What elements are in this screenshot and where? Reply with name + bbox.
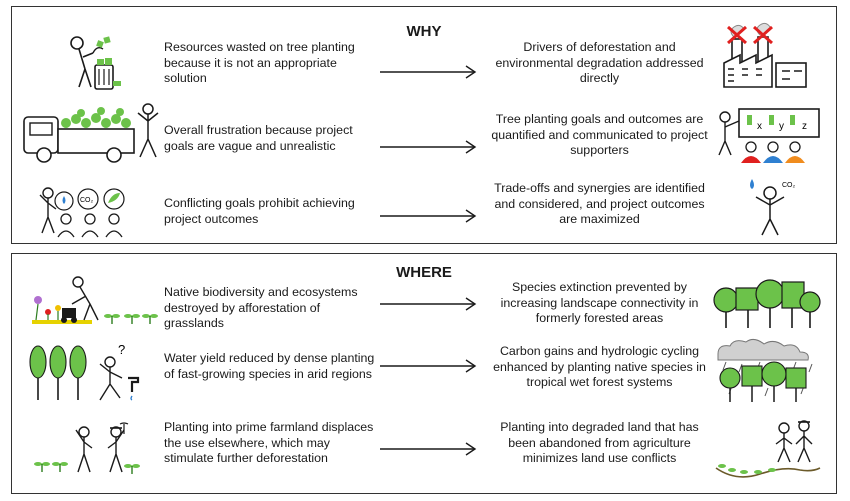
why-panel: WHY Resources wasted on tree planting be… <box>11 6 837 244</box>
why-solution-3: Trade-offs and synergies are identified … <box>494 181 705 227</box>
person-trash-money-icon <box>57 35 127 100</box>
conflicting-people-icon: CO₂ <box>38 175 148 246</box>
arrow-icon <box>380 65 477 79</box>
why-heading: WHY <box>406 23 442 40</box>
arrow-icon <box>380 297 477 311</box>
where-solution-1: Species extinction prevented by increasi… <box>500 280 699 326</box>
farmers-crops-icon <box>32 420 152 481</box>
where-cause-3: Planting into prime farmland displaces t… <box>164 420 374 466</box>
rain-forest-icon <box>714 338 824 407</box>
farmers-degraded-land-icon <box>712 414 824 485</box>
where-cause-2: Water yield reduced by dense planting of… <box>164 351 375 381</box>
why-cause-3: Conflicting goals prohibit achieving pro… <box>164 196 355 226</box>
where-cause-1: Native biodiversity and ecosystems destr… <box>164 285 358 331</box>
person-water-co2-icon: CO₂ <box>744 175 804 242</box>
where-solution-3: Planting into degraded land that has bee… <box>500 420 699 466</box>
dense-plantation-person-icon: ? <box>28 342 154 409</box>
co2-label: CO₂ <box>782 182 796 189</box>
arrow-icon <box>380 209 477 223</box>
truck-seedlings-icon <box>22 103 164 172</box>
question-label: ? <box>118 342 125 357</box>
co2-label: CO₂ <box>80 197 94 204</box>
diverse-forest-icon <box>712 270 822 333</box>
board-y-label: y <box>779 121 784 132</box>
mower-grassland-icon <box>32 276 158 333</box>
presenter-board-audience-icon: x y z <box>717 105 829 168</box>
where-heading: WHERE <box>396 264 452 281</box>
why-cause-1: Resources wasted on tree planting becaus… <box>164 40 355 86</box>
arrow-icon <box>380 140 477 154</box>
board-x-label: x <box>757 121 762 132</box>
arrow-icon <box>380 359 477 373</box>
where-panel: WHERE Native biodiversity and ecosystems… <box>11 253 837 494</box>
board-z-label: z <box>802 121 807 132</box>
why-solution-2: Tree planting goals and outcomes are qua… <box>491 112 708 158</box>
why-cause-2: Overall frustration because project goal… <box>164 123 353 153</box>
where-solution-2: Carbon gains and hydrologic cycling enha… <box>493 344 706 390</box>
arrow-icon <box>380 442 477 456</box>
factory-crossed-icon <box>720 22 812 94</box>
why-solution-1: Drivers of deforestation and environment… <box>495 40 704 86</box>
